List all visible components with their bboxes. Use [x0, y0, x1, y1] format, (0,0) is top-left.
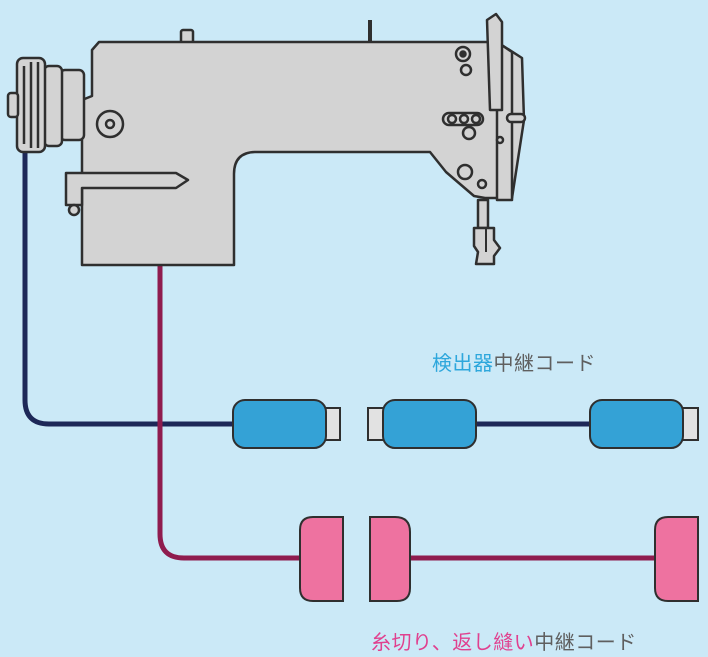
- thread-label-rest: 中継コード: [534, 630, 637, 654]
- machine-body: [80, 40, 526, 267]
- face-latch: [505, 112, 527, 124]
- tension-dial-mid: [459, 63, 473, 77]
- tension-dial-upper-inner: [459, 50, 467, 58]
- thread-plug-machine: [299, 516, 344, 602]
- detector-plug-machine: [232, 399, 327, 449]
- face-dial-small: [476, 178, 488, 190]
- arm-knob-inner: [104, 118, 116, 130]
- takeup-lever: [485, 12, 504, 112]
- detector-relay-plug-b: [589, 399, 684, 449]
- needle-bar: [476, 198, 490, 230]
- thread-label-highlight: 糸切り、返し縫い: [371, 630, 535, 654]
- face-dial-large: [456, 163, 474, 181]
- thread-guide-eye-3: [470, 113, 482, 125]
- face-screw-top: [495, 135, 505, 145]
- detector-relay-cord-label: 検出器中継コード: [432, 347, 596, 376]
- thread-relay-cord-label: 糸切り、返し縫い中継コード: [371, 626, 637, 655]
- thread-guide-eye-1: [446, 113, 458, 125]
- thread-cable-machine: [157, 262, 305, 561]
- detector-cable-machine: [22, 145, 240, 427]
- arm-plate-screw: [67, 203, 81, 217]
- thread-relay-plug-a: [369, 516, 411, 602]
- thread-guide-eye-2: [458, 113, 470, 125]
- detector-relay-plug-a: [382, 399, 477, 449]
- handwheel-cap: [6, 91, 20, 119]
- thread-relay-plug-b: [654, 516, 699, 602]
- tension-dial-lower: [461, 125, 477, 141]
- arm-knob-outer: [95, 109, 125, 139]
- thread-connectors: [299, 516, 699, 602]
- arm-plate: [64, 171, 190, 207]
- handwheel-hub: [58, 68, 86, 142]
- detector-connectors: [232, 399, 699, 449]
- detector-label-rest: 中継コード: [493, 351, 596, 375]
- handwheel-inner: [42, 64, 64, 148]
- sewing-machine-icon: [6, 12, 527, 267]
- detector-label-highlight: 検出器: [432, 351, 494, 375]
